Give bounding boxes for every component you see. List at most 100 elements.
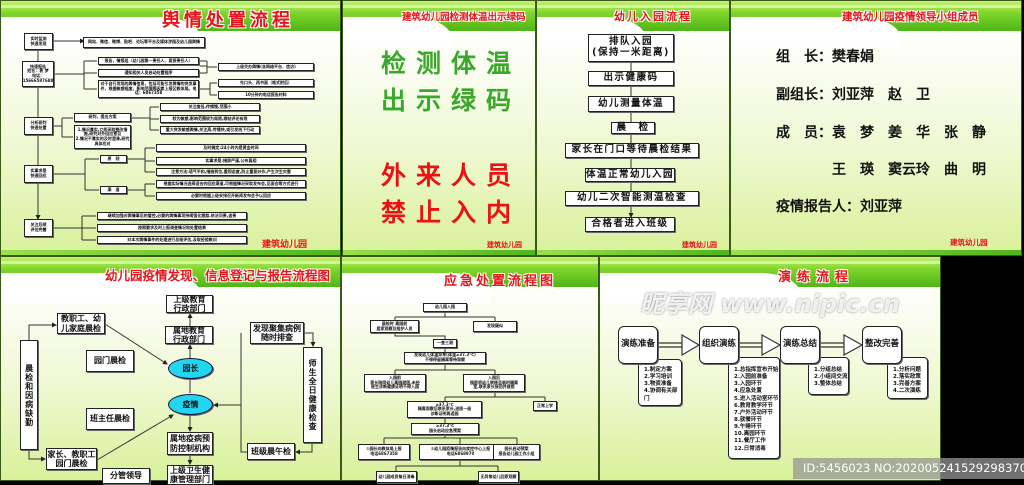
footer-band <box>1 250 340 255</box>
opinion-box: 10分钟内电话报告材料 <box>218 91 314 99</box>
report-box: 园长 <box>168 358 213 379</box>
entry-flow-title: 幼儿入园流程 <box>614 10 692 23</box>
report-box: 班级晨午检 <box>247 443 295 460</box>
opinion-box: 对本次舆情事件的处理进行总结评估,汲取经验教训 <box>97 236 247 244</box>
opinion-box: 1.情况属实,立即采取整改措施,研究对外回应意见 2.情况不属实的及时澄清,研究… <box>74 125 131 149</box>
emergency-box: 入园后 园医将幼儿转移至临时隔离 室,联系家长接回并就医 <box>463 374 525 392</box>
leaders-title: 建筑幼儿园疫情领导小组成员 <box>842 11 979 23</box>
drill-stage-items: 1.分析问题 2.落实政策 3.完善方案 4.二次演练 <box>887 357 928 399</box>
report-box: 师生全日健康检查 <box>303 347 322 443</box>
leader-row-members-2: 王 瑛 窦云玲 曲 明 <box>776 162 986 178</box>
report-box: 班主任晨检 <box>86 408 134 430</box>
opinion-box: 网站、微信、微博、贴吧、论坛等平台及媒体涉园及幼儿园舆情 <box>83 37 205 48</box>
drill-stage: 演练准备 <box>618 326 658 364</box>
emergency-box: 正常上学 <box>533 401 557 411</box>
report-box: 发现聚集病例 随时排查 <box>250 322 304 344</box>
opinion-box: 分析研判 快速处置 <box>24 117 53 135</box>
emergency-box: 入园前 家长陪同幼儿离园就医,未经 医生诊断健康证明不得入园 <box>364 374 426 392</box>
opinion-box: 原 则 <box>100 155 127 163</box>
public-opinion-footer: 建筑幼儿园 <box>262 240 308 250</box>
opinion-box: 实事求是:措辞严谨,公布真相 <box>156 157 306 165</box>
opinion-box: 研判，提出方案 <box>74 113 131 122</box>
opinion-box: 先口头、再书面（格式附后） <box>218 79 314 87</box>
emergency-box: ≥37.3℃ 隔离观察后联系家长,送医一级 诊断证明再返园 <box>407 401 482 418</box>
drill-stage: 整改完善 <box>862 326 902 364</box>
report-box: 属地教育 行政部门 <box>165 326 213 344</box>
temperature-footer: 建筑幼儿园 <box>487 241 522 249</box>
emergency-box: 幼儿园入园 <box>423 303 467 312</box>
emergency-box: ①园长向教体局上报 电话6867358 <box>358 444 410 460</box>
emergency-box: ≥37.3℃ 园长启动应急预案 <box>411 423 479 435</box>
watermark-id: ID:5456023 NO:20200524152929837000 <box>793 458 1024 479</box>
emergency-box: 发现疑似 <box>473 321 517 332</box>
report-box: 教职工、幼 儿家庭晨检 <box>57 313 105 334</box>
report-box: 晨检和因病缺勤 <box>20 340 38 450</box>
drill-stage-items: 1.制定方案 2.学习培训 3.物资准备 4.协调有关部门 <box>638 359 682 406</box>
report-box: 疫情 <box>168 394 213 415</box>
emergency-box: 园长启动预案 报告幼儿园工作小组 <box>493 444 540 460</box>
opinion-box: 较为敏感,影响范围较为局限,跟帖评论有限 <box>160 115 260 123</box>
drill-title: 演练流程 <box>778 270 855 285</box>
entry-step: 体温正常幼儿入园 <box>585 168 675 182</box>
panel-temperature <box>342 0 536 256</box>
entry-step: 幼儿测量体温 <box>588 96 674 112</box>
temperature-line-2: 出示绿码 <box>381 86 522 115</box>
footer-band <box>537 250 729 255</box>
drill-stage-items: 1.分组总结 2.小组间交流 3.整体总结 <box>808 357 849 395</box>
opinion-box: 关注度低,传播慢,范围小 <box>160 103 260 111</box>
opinion-box: 实时监测 快速发现 <box>24 33 53 50</box>
watermark-site: 昵享网 www.nipic.cn <box>640 290 900 318</box>
epidemic-report-title: 幼儿园疫情发现、信息登记与报告流程图 <box>105 268 331 283</box>
leader-row-reporter: 疫情报告人：刘亚萍 <box>776 199 902 215</box>
header-band <box>342 257 598 303</box>
entry-step: 晨 检 <box>611 122 655 134</box>
header-band <box>731 1 1021 47</box>
opinion-box: 根据实际情况选择适合的回应渠道,可根据情况采取发布会,见面会等方式进行 <box>156 180 306 188</box>
leader-row-members: 成 员：袁 梦 姜 华 张 静 <box>776 125 986 141</box>
opinion-box: 实事求是 快速回应 <box>24 165 53 183</box>
emergency-box: 晨检时 离园前 居家观察及陪护人员 <box>370 320 419 333</box>
temperature-line-3: 外来人员 <box>381 161 522 190</box>
temperature-line-1: 检测体温 <box>381 49 522 78</box>
temperature-title: 建筑幼儿园检测体温出示绿码 <box>402 12 526 23</box>
entry-step: 出示健康码 <box>588 71 674 86</box>
header-band <box>600 257 940 303</box>
footer-band <box>343 250 535 255</box>
report-box: 属地疫病预 防控制机构 <box>167 432 213 455</box>
emergency-title: 应急处置流程图 <box>444 274 557 289</box>
opinion-box: 对于自行发现的舆情信息，包括可能引发舆情的突发事件，根据敏感程度，影响范围等因素… <box>98 80 199 98</box>
leaders-footer: 建筑幼儿园 <box>950 238 988 247</box>
drill-stage: 演练总结 <box>780 326 820 364</box>
opinion-box: 关注后续 评估完善 <box>24 219 53 237</box>
opinion-box: 上级交办舆情(含网络平台、信访) <box>218 63 314 71</box>
opinion-box: 报告，情报组（幼儿园第一责任人、直接责任人） <box>98 57 199 65</box>
report-box: 园门晨检 <box>86 350 134 372</box>
entry-flow-footer: 建筑幼儿园 <box>682 241 717 249</box>
entry-step: 幼儿二次智能测温检查 <box>565 191 699 206</box>
emergency-box: 无异常幼儿回家观察 <box>478 471 519 483</box>
panel-leaders <box>730 0 1022 256</box>
report-box: 上级卫生健 康管理部门 <box>167 465 213 485</box>
entry-step: 家长在门口等待晨检结果 <box>565 143 699 158</box>
emergency-box: 幼儿园成员每日消毒 <box>376 471 417 483</box>
entry-step: 合格者进入班级 <box>585 217 675 232</box>
opinion-box: 按照要求及时上报调查情况和处置结果 <box>97 224 247 232</box>
opinion-box: 继续加强对舆情事后的管控,必要的舆情事项持续强化跟踪,依法问责,追责 <box>97 212 247 220</box>
emergency-box: ②幼儿园疫情报告向疾控中心上报 电话6868970 <box>419 444 502 460</box>
opinion-box: 及时确定:24小时内是黄金时间 <box>156 144 306 152</box>
opinion-box: 快速报告 姓名：袁 梦 电话： 15666587688 <box>22 61 54 87</box>
drill-stage: 组织演练 <box>699 326 739 364</box>
opinion-box: 通知相关人员启动处置程序 <box>98 69 199 77</box>
leader-row-deputy: 副组长：刘亚萍 赵 卫 <box>776 87 930 103</box>
report-box: 家长、教职工 园门晨检 <box>46 448 97 470</box>
header-band <box>343 1 535 47</box>
report-box: 分管领导 <box>102 468 150 484</box>
drill-stage-items: 1.总指挥宣布开始 2.入园前准备 3.入园环节 4.应急处置 5.进入活动室环… <box>728 357 780 459</box>
emergency-box: 一查三测 <box>433 339 457 348</box>
temperature-line-4: 禁止入内 <box>381 198 522 227</box>
leader-row-head: 组 长：樊春娟 <box>776 49 874 65</box>
footer-band <box>731 250 1021 255</box>
opinion-box: 注意方法:语气平和,措施到位,重视态度,防止重复炒作,产生次生灾害 <box>156 168 306 176</box>
opinion-box: 重大突发敏感舆情,关注高,传播快,或引发线下行动 <box>160 126 260 134</box>
public-opinion-title: 舆情处置流程 <box>162 10 294 31</box>
